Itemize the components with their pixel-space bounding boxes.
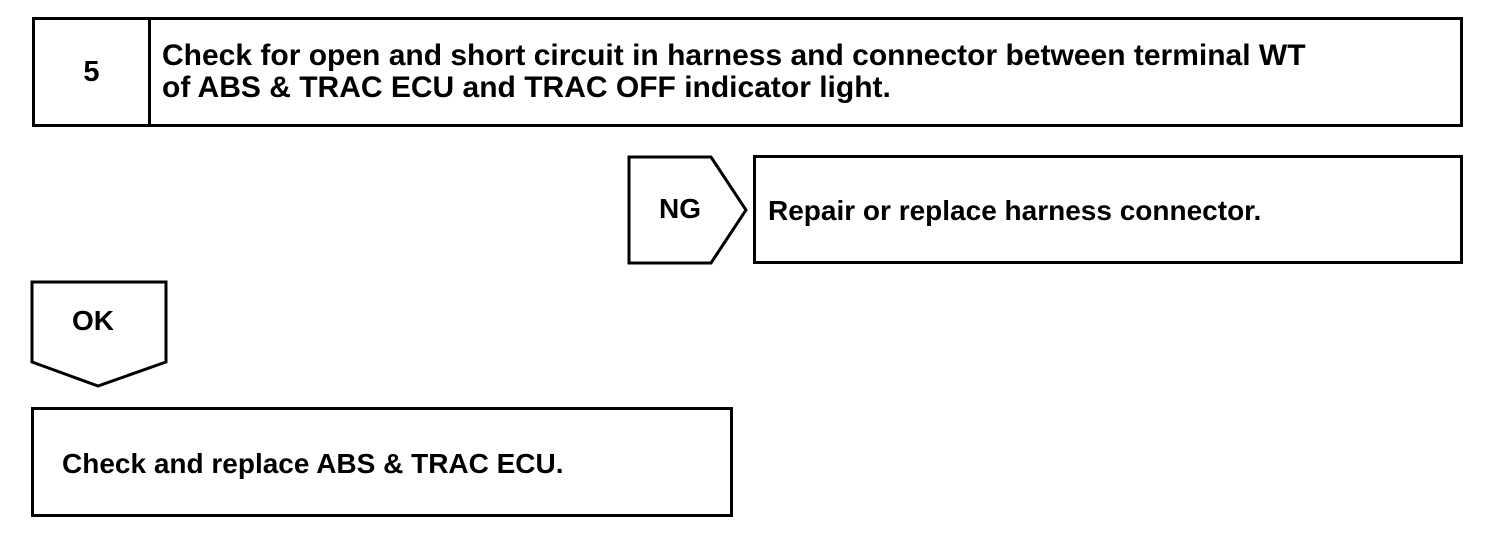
step-description: Check for open and short circuit in harn… bbox=[162, 40, 1452, 104]
ok-action-text: Check and replace ABS & TRAC ECU. bbox=[62, 448, 564, 479]
ok-action-box: Check and replace ABS & TRAC ECU. bbox=[31, 407, 733, 517]
step-check-box: 5 Check for open and short circuit in ha… bbox=[32, 17, 1463, 127]
step-description-line-2: of ABS & TRAC ECU and TRAC OFF indicator… bbox=[162, 71, 891, 104]
step-description-line-1: Check for open and short circuit in harn… bbox=[162, 39, 1306, 72]
ng-action-box: Repair or replace harness connector. bbox=[753, 155, 1463, 264]
ng-action-text: Repair or replace harness connector. bbox=[768, 195, 1262, 226]
ok-label: OK bbox=[72, 305, 114, 336]
ng-label: NG bbox=[659, 193, 701, 224]
step-number: 5 bbox=[35, 20, 151, 124]
